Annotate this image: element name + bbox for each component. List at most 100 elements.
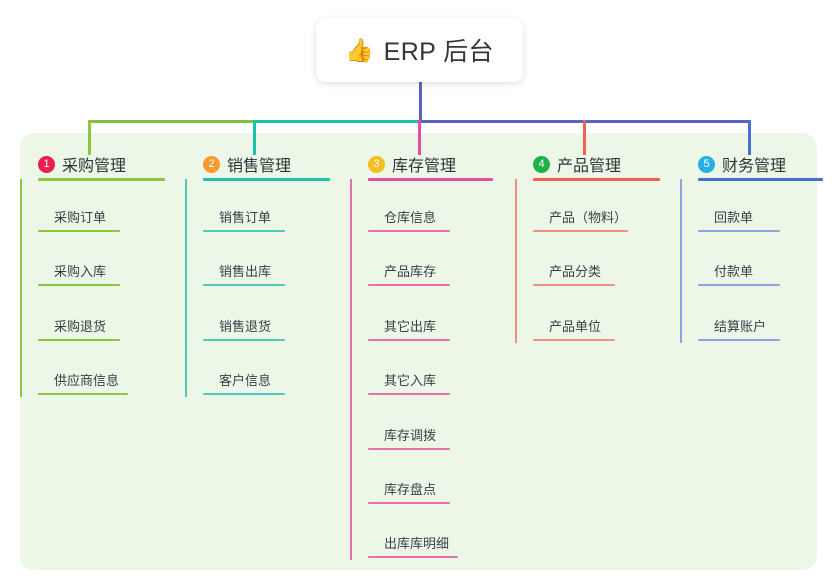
leaf-item[interactable]: 客户信息 (203, 369, 323, 396)
leaf-item[interactable]: 仓库信息 (368, 206, 488, 232)
leaf-rule (38, 230, 120, 232)
column-spine-1 (20, 179, 22, 398)
column-2: 2 销售管理销售订单销售出库销售退货客户信息 (185, 147, 350, 398)
leaf-item[interactable]: 结算账户 (698, 315, 818, 341)
leaf-label: 出库库明细 (384, 536, 450, 552)
leaf-item[interactable]: 其它入库 (368, 369, 488, 396)
column-header-1[interactable]: 1 采购管理 (20, 147, 185, 181)
leaf-label: 库存调拨 (384, 427, 437, 443)
leaf-rule (368, 556, 458, 559)
leaf-rule (38, 284, 120, 287)
column-spine-4 (515, 179, 517, 343)
thumbs-up-icon: 👍 (345, 36, 374, 63)
leaf-rule (203, 284, 285, 287)
column-badge-5: 5 (698, 155, 715, 173)
leaf-rule (368, 447, 450, 450)
leaf-item[interactable]: 销售退货 (203, 315, 323, 341)
leaf-item[interactable]: 产品（物料） (533, 206, 653, 232)
leaf-rule (203, 230, 285, 232)
root-node-content: 👍 ERP 后台 (345, 32, 494, 68)
leaf-rule (698, 284, 780, 287)
leaf-label: 付款单 (714, 264, 754, 280)
column-title-3: 库存管理 (392, 158, 457, 175)
leaf-item[interactable]: 出库库明细 (368, 532, 488, 559)
leaf-rule (203, 393, 285, 396)
leaf-label: 客户信息 (219, 373, 272, 389)
drop-4 (583, 120, 586, 155)
column-badge-2: 2 (203, 155, 220, 173)
leaf-item[interactable]: 库存盘点 (368, 478, 488, 504)
drop-1 (88, 120, 91, 155)
column-3: 3 库存管理仓库信息产品库存其它出库其它入库库存调拨库存盘点出库库明细 (350, 147, 515, 561)
leaf-rule (38, 393, 128, 396)
trunk-segment-left (88, 120, 256, 123)
drop-5 (748, 120, 751, 155)
column-header-rule-5 (698, 178, 823, 181)
leaf-item[interactable]: 其它出库 (368, 315, 488, 341)
leaf-label: 销售出库 (219, 264, 272, 280)
leaf-item[interactable]: 付款单 (698, 260, 818, 287)
leaf-label: 采购退货 (54, 318, 107, 334)
root-node-title: ERP 后台 (383, 38, 494, 66)
column-1: 1 采购管理采购订单采购入库采购退货供应商信息 (20, 147, 185, 398)
leaf-label: 产品（物料） (549, 210, 628, 225)
leaf-item[interactable]: 采购订单 (38, 206, 158, 232)
leaf-label: 销售退货 (219, 318, 272, 334)
leaf-item[interactable]: 产品分类 (533, 260, 653, 287)
leaf-label: 采购订单 (54, 210, 107, 225)
leaf-label: 回款单 (714, 210, 754, 225)
leaf-rule (203, 338, 285, 341)
drop-3 (418, 120, 421, 155)
column-spine-3 (350, 179, 352, 561)
column-badge-4: 4 (533, 155, 550, 173)
leaf-rule (368, 284, 450, 287)
leaf-label: 产品分类 (549, 264, 602, 280)
leaf-item[interactable]: 库存调拨 (368, 424, 488, 450)
column-header-rule-2 (203, 178, 330, 181)
leaf-label: 产品库存 (384, 264, 437, 280)
column-title-1: 采购管理 (62, 158, 127, 175)
leaf-item[interactable]: 产品单位 (533, 315, 653, 341)
leaf-item[interactable]: 回款单 (698, 206, 818, 232)
column-header-3[interactable]: 3 库存管理 (350, 147, 515, 181)
column-spine-2 (185, 179, 187, 398)
column-badge-1: 1 (38, 155, 55, 173)
leaf-rule (368, 230, 450, 232)
column-title-5: 财务管理 (722, 158, 787, 175)
leaf-label: 库存盘点 (384, 482, 437, 497)
leaf-rule (368, 338, 450, 341)
leaf-rule (38, 338, 120, 341)
leaf-rule (533, 338, 615, 341)
trunk-segment-mid (253, 120, 422, 123)
leaf-label: 供应商信息 (54, 373, 120, 389)
column-title-2: 销售管理 (227, 158, 292, 175)
leaf-item[interactable]: 供应商信息 (38, 369, 158, 396)
leaf-item[interactable]: 销售订单 (203, 206, 323, 232)
column-header-rule-4 (533, 178, 660, 181)
root-node-card[interactable]: 👍 ERP 后台 (316, 18, 523, 82)
column-header-rule-1 (38, 178, 165, 181)
column-header-2[interactable]: 2 销售管理 (185, 147, 350, 181)
leaf-rule (533, 284, 615, 287)
leaf-label: 其它入库 (384, 373, 437, 389)
leaf-label: 采购入库 (54, 264, 107, 280)
leaf-item[interactable]: 采购退货 (38, 315, 158, 341)
leaf-item[interactable]: 销售出库 (203, 260, 323, 287)
leaf-label: 仓库信息 (384, 210, 437, 225)
columns-panel (20, 133, 817, 570)
root-stem (419, 82, 422, 123)
leaf-rule (368, 393, 450, 396)
leaf-rule (698, 230, 780, 232)
column-header-rule-3 (368, 178, 493, 181)
column-5: 5 财务管理回款单付款单结算账户 (680, 147, 839, 343)
leaf-item[interactable]: 采购入库 (38, 260, 158, 287)
drop-2 (253, 120, 256, 155)
column-header-5[interactable]: 5 财务管理 (680, 147, 839, 181)
column-badge-3: 3 (368, 155, 385, 173)
leaf-rule (368, 502, 450, 504)
leaf-item[interactable]: 产品库存 (368, 260, 488, 287)
leaf-rule (533, 230, 628, 232)
